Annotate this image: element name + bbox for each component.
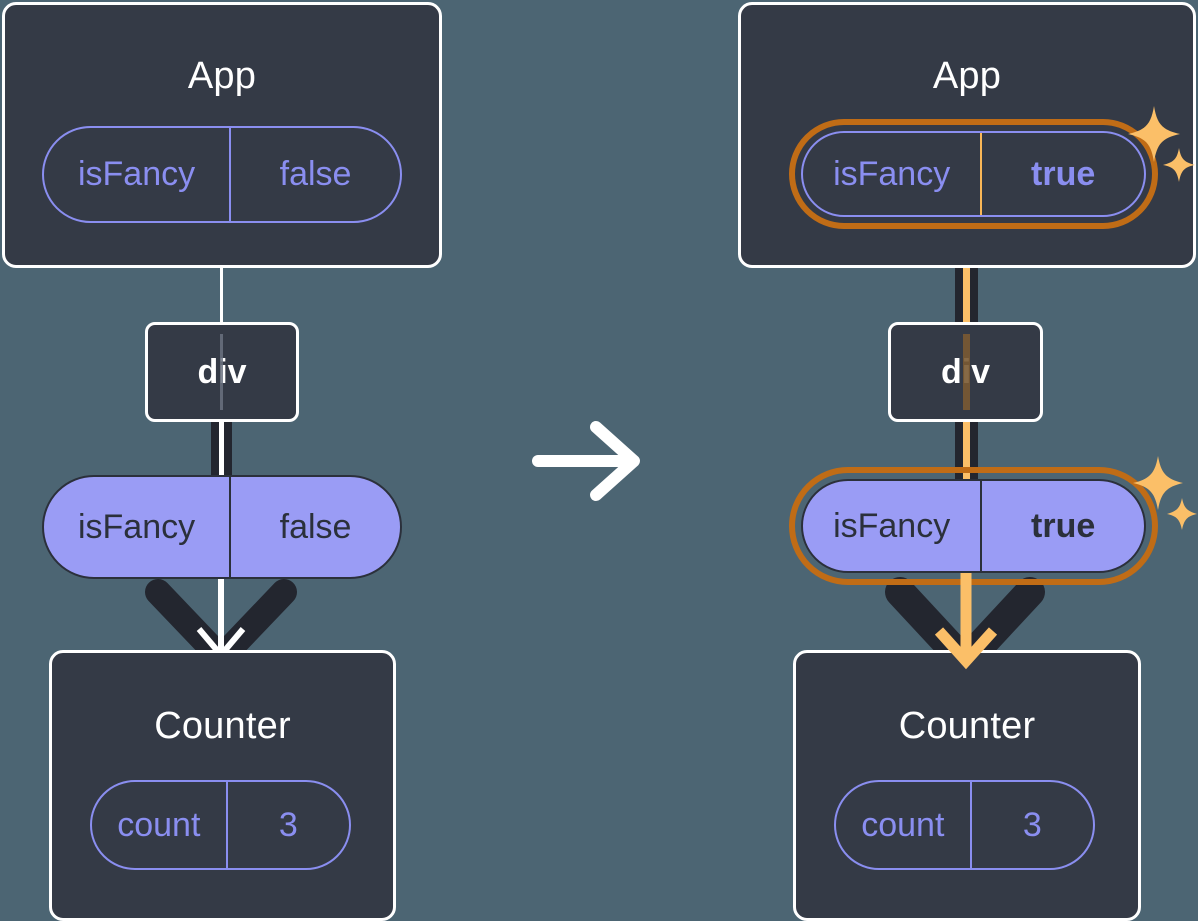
prop-pill-before[interactable]: isFancy false	[42, 475, 402, 579]
edge-div-to-prop-before-right	[224, 420, 232, 478]
edge-div-to-prop-before-left	[211, 420, 219, 478]
prop-pill-value-before: false	[229, 477, 400, 577]
app-state-pill-before[interactable]: isFancy false	[42, 126, 402, 223]
edge-div-to-prop-after-right	[969, 420, 978, 480]
prop-pill-name-after: isFancy	[833, 506, 951, 545]
prop-pill-name-before: isFancy	[77, 507, 196, 546]
counter-component-box-before: Counter	[49, 650, 396, 921]
counter-state-pill-value-after: 3	[969, 782, 1093, 868]
transition-right-arrow-icon	[532, 421, 640, 501]
edge-div-to-prop-after-left	[955, 420, 964, 480]
prop-pill-value-after: true	[980, 481, 1144, 571]
sparkle-icon-top-after	[1128, 106, 1195, 182]
counter-state-pill-after[interactable]: count 3	[834, 780, 1095, 870]
prop-pill-after[interactable]: isFancy true	[801, 479, 1146, 573]
edge-app-to-div-after-left	[955, 222, 964, 330]
edge-app-to-div-core-after	[963, 222, 970, 330]
app-state-pill-after[interactable]: isFancy true	[801, 131, 1146, 217]
counter-title-before: Counter	[154, 705, 291, 747]
app-state-pill-value-after: true	[980, 133, 1144, 215]
app-state-pill-name-before: isFancy	[77, 155, 196, 193]
counter-state-pill-before[interactable]: count 3	[90, 780, 351, 870]
counter-title-after: Counter	[898, 705, 1036, 747]
app-title-before: App	[187, 55, 257, 97]
sparkle-icon-bottom-after	[1133, 456, 1197, 530]
counter-state-pill-name-before: count	[117, 805, 201, 844]
edge-div-to-prop-core-after	[963, 420, 970, 480]
edge-app-to-div-after-right	[969, 222, 978, 330]
counter-state-pill-value-before: 3	[225, 782, 349, 868]
edge-div-to-prop-core-before	[219, 420, 224, 478]
app-state-pill-name-after: isFancy	[833, 154, 951, 193]
counter-state-pill-name-after: count	[861, 805, 945, 844]
app-state-pill-value-before: false	[229, 128, 400, 221]
edge-app-to-div-before	[220, 266, 223, 324]
prop-to-counter-arrow-core-after	[934, 573, 998, 670]
app-title-after: App	[932, 55, 1002, 97]
edge-through-div-after	[963, 334, 970, 410]
edge-through-div-before	[220, 334, 223, 410]
